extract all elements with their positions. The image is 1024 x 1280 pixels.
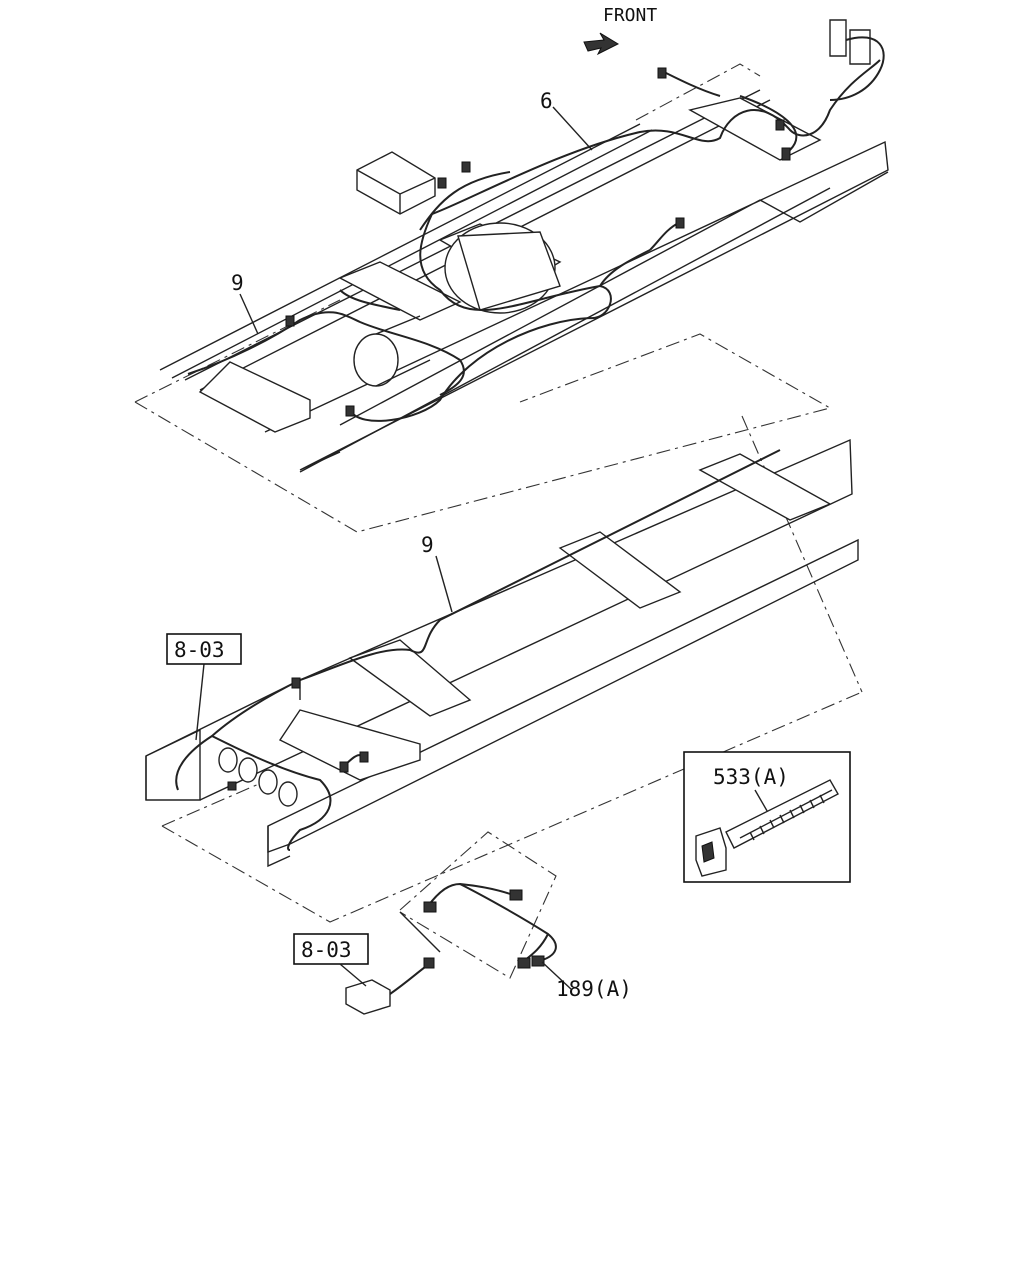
- front-label: FRONT: [603, 5, 657, 26]
- harness-9-lower: [299, 449, 781, 681]
- ref-8-03-upper-label: 8-03: [174, 638, 225, 662]
- lower-frame-section: [145, 415, 863, 923]
- upper-frame-section: [134, 19, 889, 533]
- control-box: [356, 151, 436, 215]
- relay-connector: [345, 979, 391, 1015]
- upper-ground-plane: [134, 299, 832, 533]
- callout-part-6: 6: [540, 89, 553, 113]
- callout-part-533a: 533(A): [713, 765, 789, 789]
- front-arrow-icon: [583, 32, 620, 56]
- harness-9-upper: [187, 311, 465, 396]
- ref-box-8-03-lower: 8-03: [293, 933, 369, 965]
- ref-8-03-lower-label: 8-03: [301, 938, 352, 962]
- detail-189a-section: [345, 831, 557, 1015]
- inset-533a: 533(A): [683, 751, 851, 883]
- callout-part-9-lower: 9: [421, 533, 434, 557]
- ref-box-8-03-upper: 8-03: [166, 633, 242, 665]
- harness-6: [431, 59, 881, 215]
- front-direction-indicator: FRONT: [583, 5, 657, 56]
- callout-part-9-upper: 9: [231, 271, 244, 295]
- harness-189a: [427, 882, 557, 963]
- callout-part-189a: 189(A): [556, 977, 632, 1001]
